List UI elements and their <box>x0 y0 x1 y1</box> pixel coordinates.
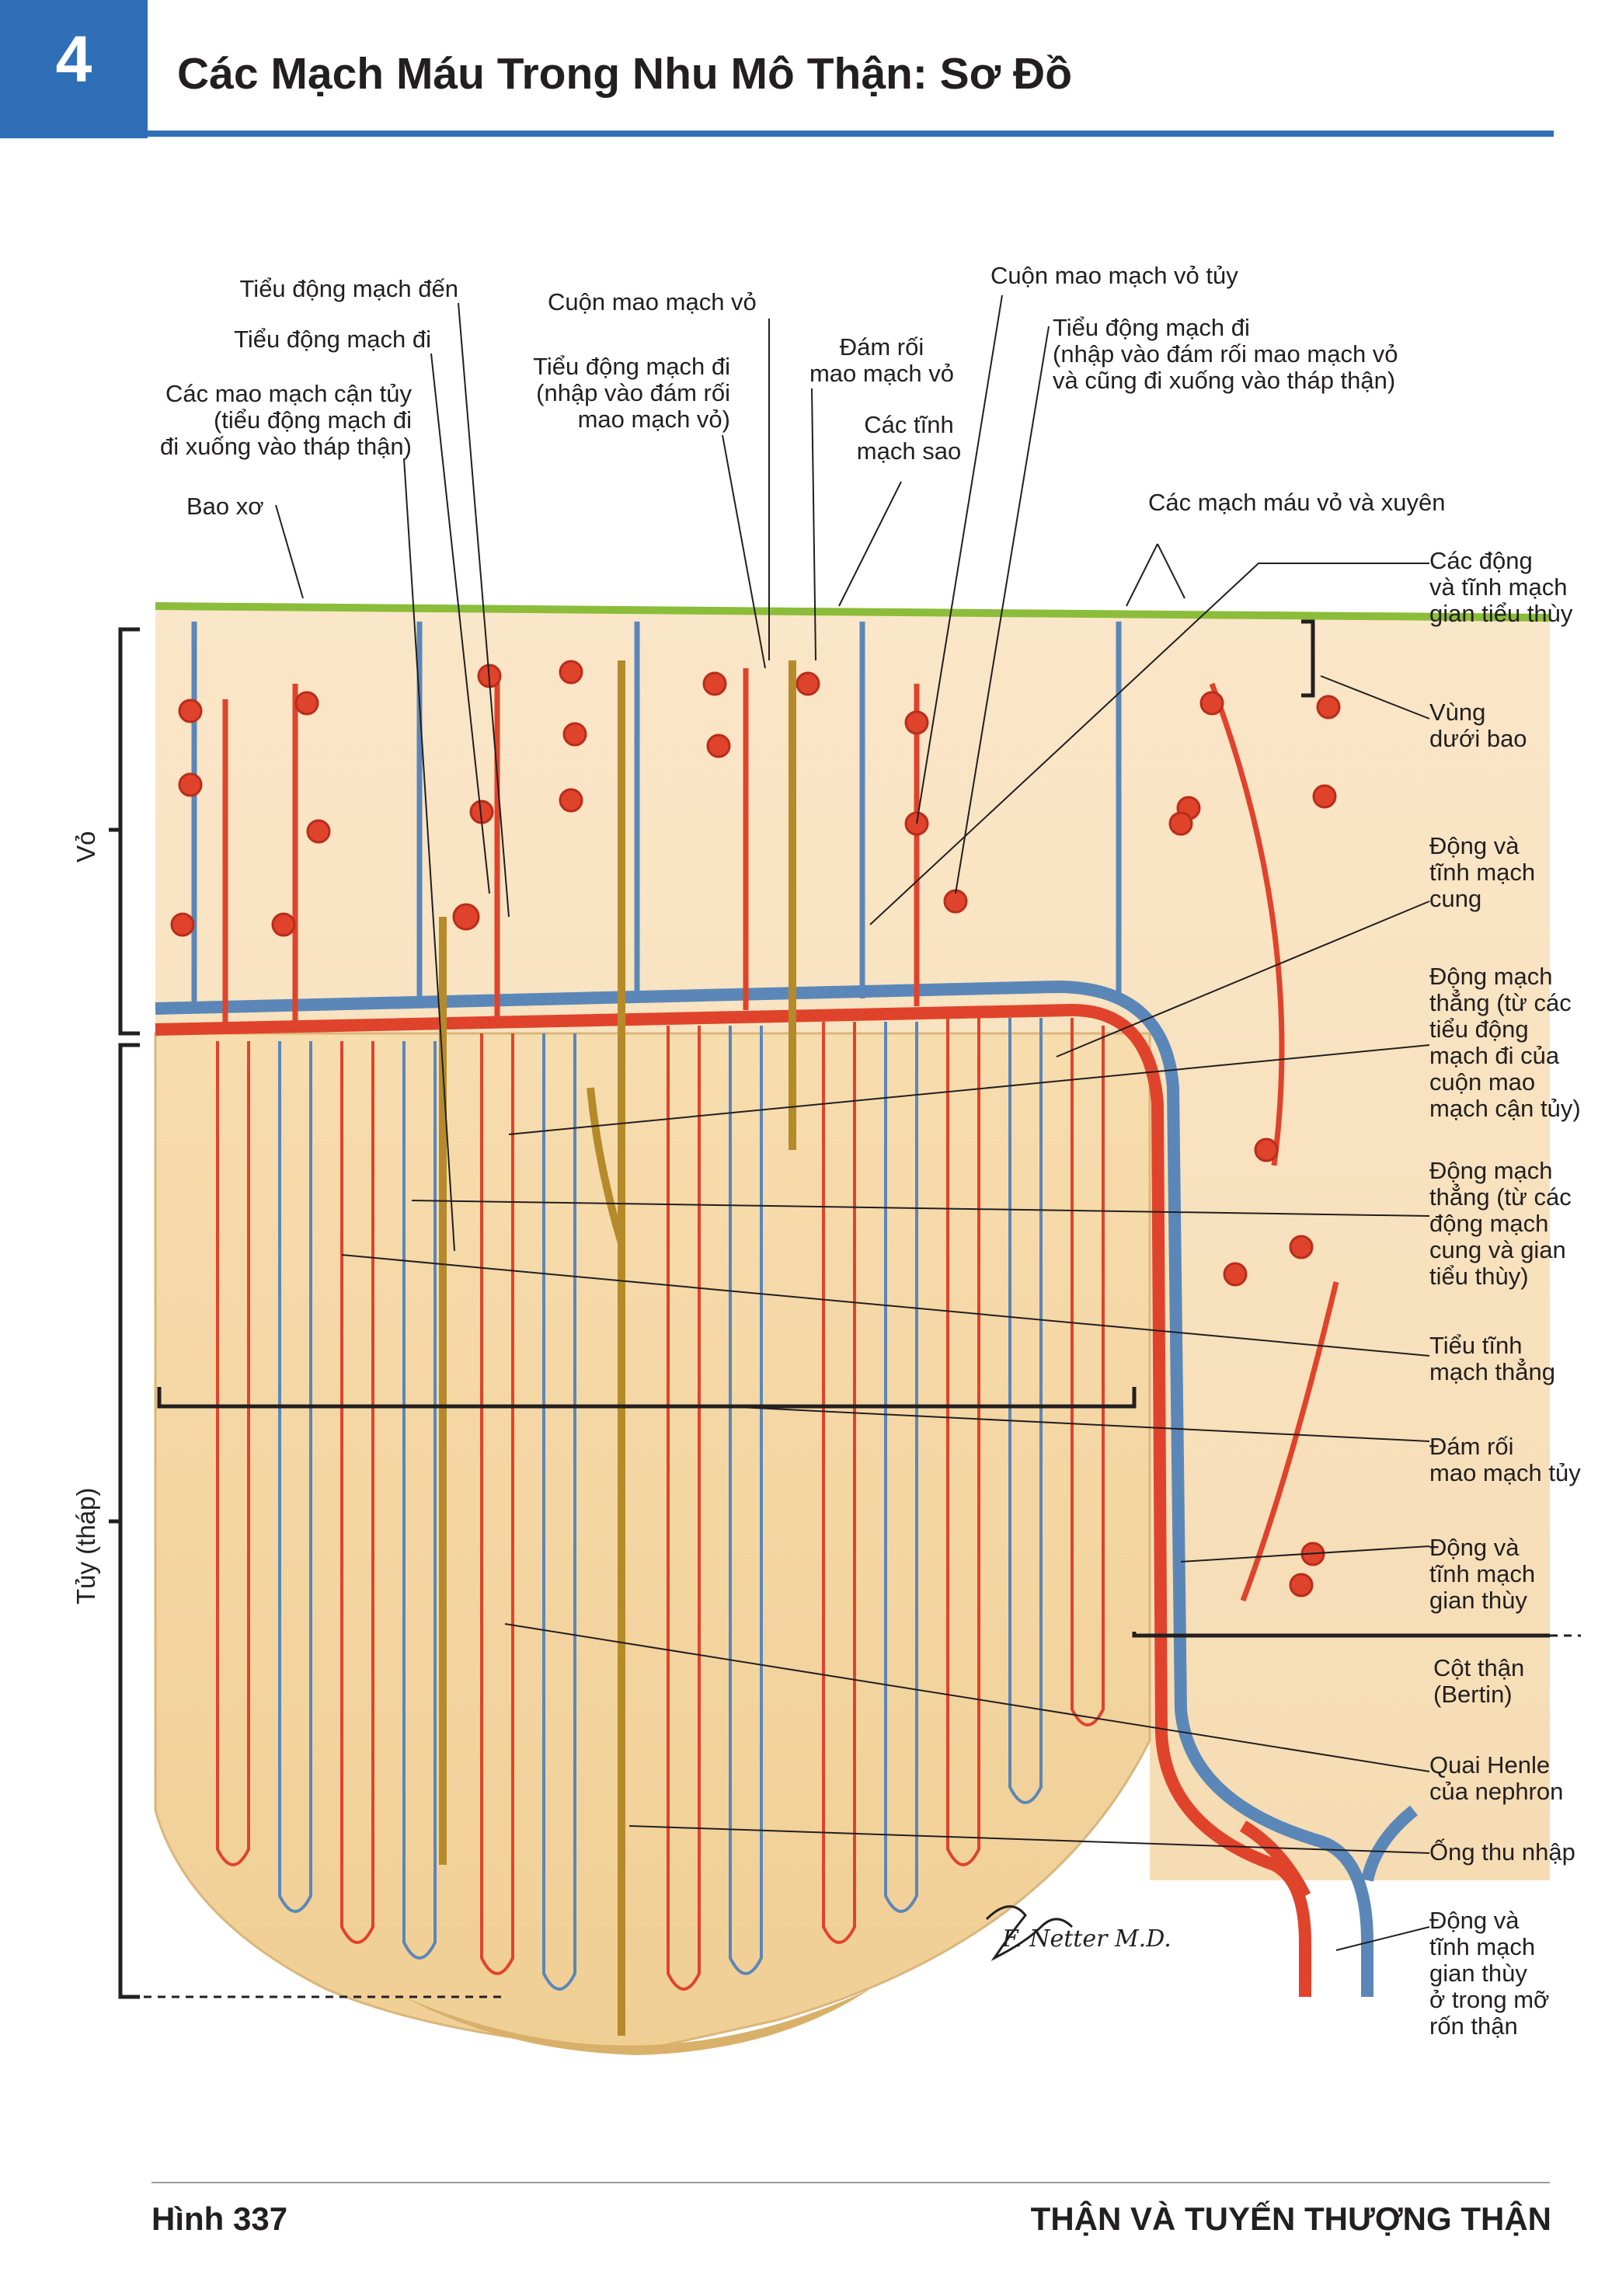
label-efferent-arteriole: Tiểu động mạch đi <box>234 326 431 353</box>
footer-rule <box>151 2182 1550 2183</box>
label-loop-of-henle: Quai Henle của nephron <box>1429 1751 1564 1805</box>
label-renal-column: Cột thận (Bertin) <box>1433 1654 1525 1708</box>
label-stellate-veins: Các tĩnh mạch sao <box>856 411 962 465</box>
interlobular-veins <box>191 622 1122 1010</box>
label-arcuate-vessels: Động và tĩnh mạch cung <box>1429 832 1536 912</box>
label-interlobular-vessels: Các động và tĩnh mạch gian tiểu thùy <box>1429 547 1573 627</box>
region-label-medulla: Tủy (tháp) <box>71 1487 100 1604</box>
label-interlobar-sinus-fat: Động và tĩnh mạch gian thùy ở trong mỡ r… <box>1429 1907 1550 2040</box>
region-label-cortex: Vỏ <box>71 831 100 862</box>
page-title: Các Mạch Máu Trong Nhu Mô Thận: Sơ Đồ <box>177 49 1073 99</box>
interlobar-artery-branch <box>1239 1820 1311 1899</box>
chapter-badge <box>0 0 148 138</box>
label-cortical-glomerulus: Cuộn mao mạch vỏ <box>548 288 757 315</box>
label-collecting-duct: Ống thu nhập <box>1429 1838 1575 1866</box>
leader-lines <box>275 294 1430 1951</box>
interlobar-vein-branch <box>1361 1805 1419 1882</box>
label-fibrous-capsule: Bao xơ <box>186 493 264 520</box>
section-title: THẬN VÀ TUYẾN THƯỢNG THẬN <box>1030 2200 1551 2237</box>
label-juxtamedullary-capillaries: Các mao mạch cận tủy (tiểu động mạch đi … <box>159 380 412 460</box>
label-arteriolae-rectae-juxtamedullary: Động mạch thẳng (từ các tiểu động mạch đ… <box>1429 963 1581 1122</box>
collecting-ducts <box>439 660 796 2036</box>
medullary-pyramid <box>154 1032 1151 2053</box>
label-subcapsular-zone: Vùng dưới bao <box>1429 699 1527 752</box>
label-perforating-vessels: Các mạch máu vỏ và xuyên <box>1148 489 1446 516</box>
papilla-tip <box>404 1989 870 2055</box>
cortex-region <box>155 606 1550 1880</box>
interlobular-arteries <box>222 668 1339 1602</box>
figure-number: Hình 337 <box>151 2200 288 2237</box>
region-brackets <box>109 619 1550 1999</box>
label-afferent-arteriole: Tiểu động mạch đến <box>239 275 458 302</box>
fibrous-capsule-line <box>155 602 1551 622</box>
label-efferent-plexus-pyramid: Tiểu động mạch đi (nhập vào đám rối mao … <box>1053 314 1398 394</box>
vasa-recta <box>216 1018 1105 1991</box>
label-cortical-capillary-plexus: Đám rối mao mạch vỏ <box>809 333 955 387</box>
label-medullary-plexus: Đám rối mao mạch tủy <box>1429 1433 1581 1486</box>
label-venulae-rectae: Tiểu tĩnh mạch thẳng <box>1429 1332 1555 1385</box>
chapter-number: 4 <box>55 23 92 96</box>
label-interlobar-vessels: Động và tĩnh mạch gian thùy <box>1429 1534 1536 1614</box>
title-rule <box>148 131 1554 137</box>
label-efferent-cortical-plexus: Tiểu động mạch đi (nhập vào đám rối mao … <box>533 353 730 433</box>
label-juxtamedullary-glomerulus: Cuộn mao mạch vỏ tủy <box>990 262 1238 289</box>
arcuate-vein <box>155 980 1373 1997</box>
glomeruli <box>170 660 1341 1597</box>
signature-text: F. Netter M.D. <box>1001 1925 1172 1953</box>
netter-signature: F. Netter M.D. <box>985 1905 1172 1961</box>
label-arteriolae-rectae-arcuate: Động mạch thẳng (từ các động mạch cung v… <box>1429 1157 1572 1290</box>
